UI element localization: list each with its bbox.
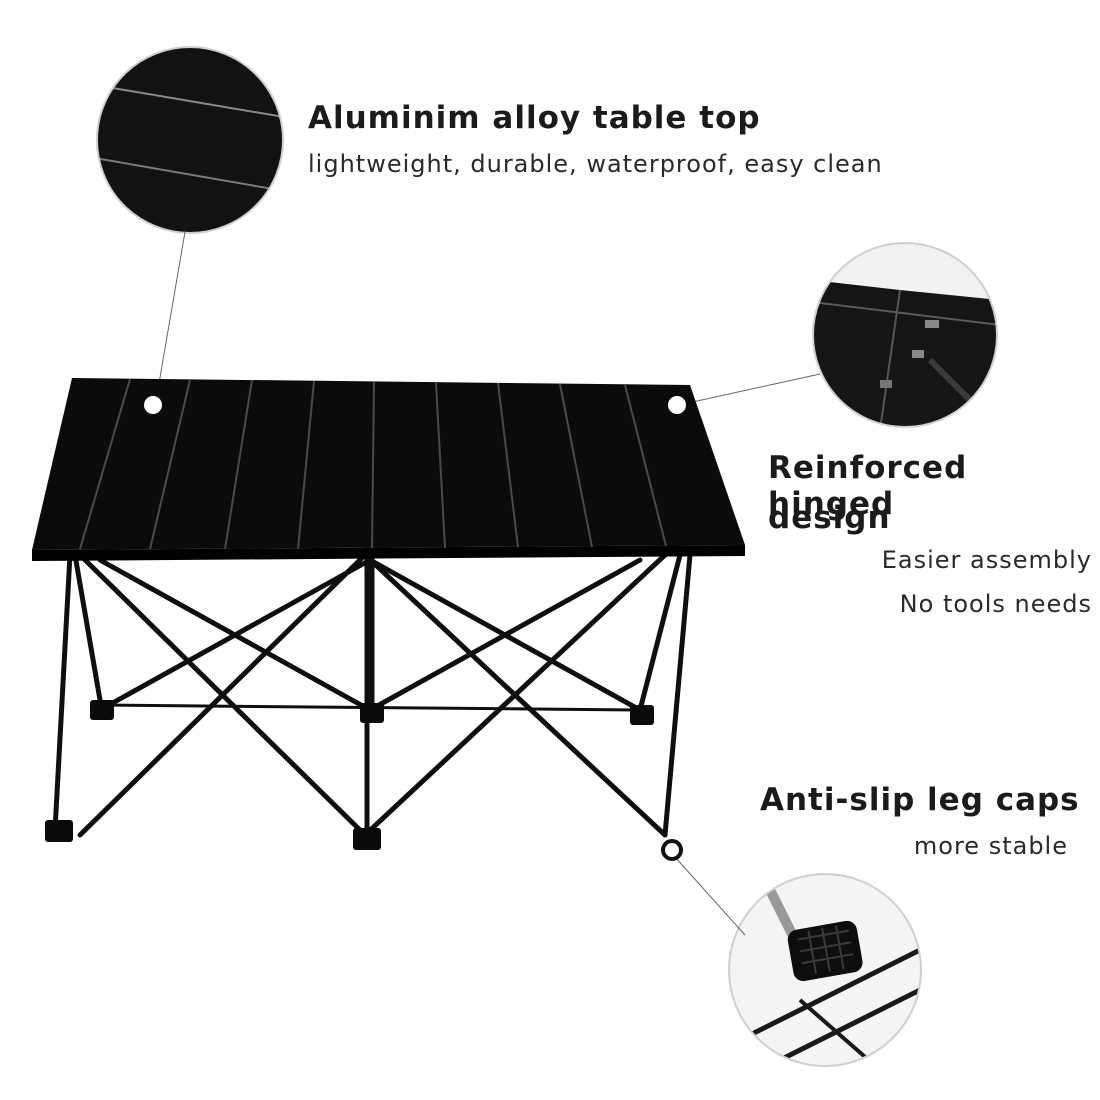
hinge-subtitle-line1: Easier assembly xyxy=(881,546,1092,574)
tabletop-subtitle: lightweight, durable, waterproof, easy c… xyxy=(308,150,883,178)
tabletop-title: Aluminim alloy table top xyxy=(308,100,761,136)
legcaps-title: Anti-slip leg caps xyxy=(760,782,1080,818)
hinge-detail-circle xyxy=(812,242,998,428)
hinge-leader-line xyxy=(687,373,821,404)
tabletop-detail-circle xyxy=(96,46,284,234)
hinge-subtitle-line2: No tools needs xyxy=(899,590,1092,618)
legcaps-subtitle: more stable xyxy=(913,832,1068,860)
legcap-leader-line xyxy=(674,856,746,936)
hinge-title-line1: Reinforced hinged xyxy=(768,450,968,522)
folding-table xyxy=(32,378,745,861)
tabletop-leader-line xyxy=(156,231,186,396)
legcap-detail-circle xyxy=(728,873,922,1067)
hinge-title-line2: design xyxy=(768,500,891,536)
